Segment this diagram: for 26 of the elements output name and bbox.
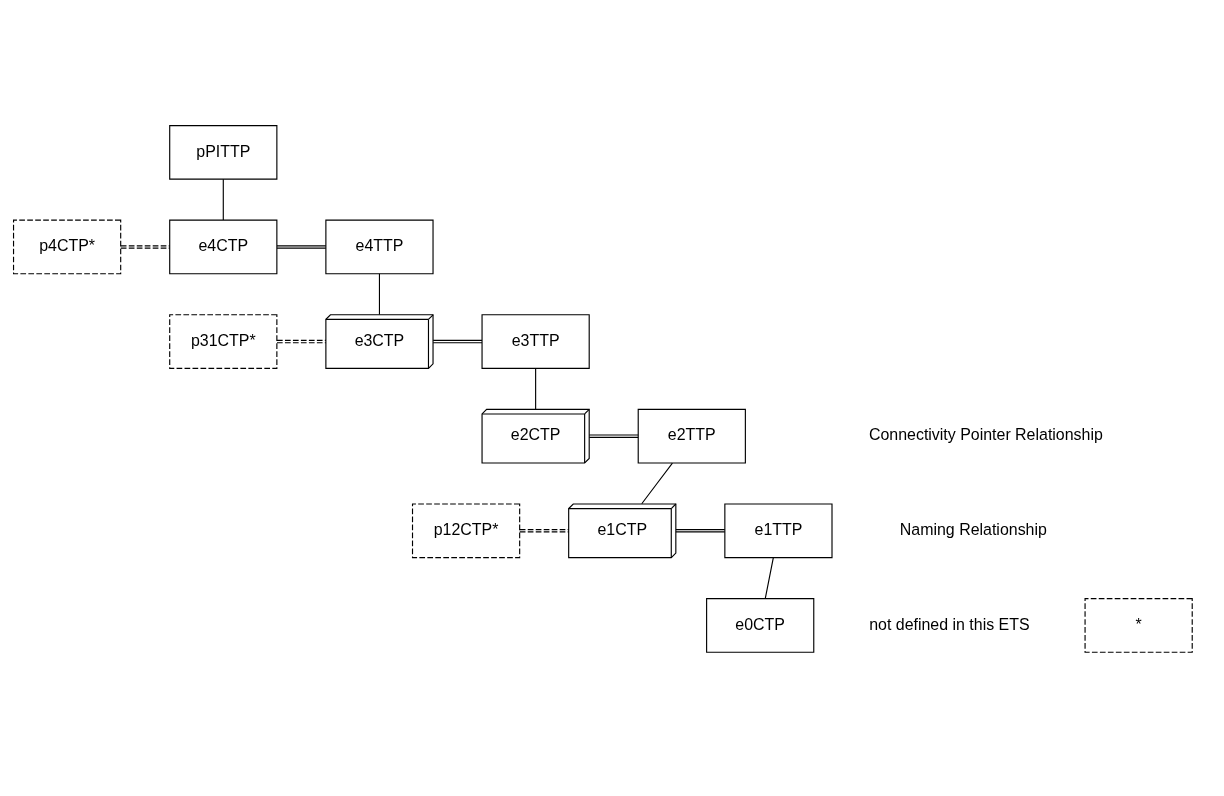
legend-label: Naming Relationship <box>899 521 1047 539</box>
connector <box>519 529 570 533</box>
connector <box>222 178 224 221</box>
connector <box>276 339 327 344</box>
connector <box>675 529 726 533</box>
node-box: e0CTP <box>706 598 815 653</box>
connector <box>641 462 673 505</box>
node-box: e4CTP <box>169 219 278 275</box>
connector <box>378 273 381 316</box>
node-box: e1TTP <box>724 503 833 559</box>
connector <box>276 245 327 249</box>
connector <box>764 557 774 599</box>
node-box: e3TTP <box>481 314 590 369</box>
connector <box>120 245 171 249</box>
node-box: p12CTP* <box>411 503 521 559</box>
node-box: e2TTP <box>637 408 746 464</box>
node-box: * <box>1084 598 1193 653</box>
connector <box>432 339 483 344</box>
connector <box>588 434 639 438</box>
legend-label: not defined in this ETS <box>869 615 1030 633</box>
node-box: e4TTP <box>325 219 434 275</box>
node-box: p31CTP* <box>169 314 278 369</box>
node-box: pPITTP <box>169 125 278 180</box>
connector <box>535 367 537 410</box>
node-box: p4CTP* <box>12 219 122 275</box>
legend-label: Connectivity Pointer Relationship <box>868 426 1103 444</box>
